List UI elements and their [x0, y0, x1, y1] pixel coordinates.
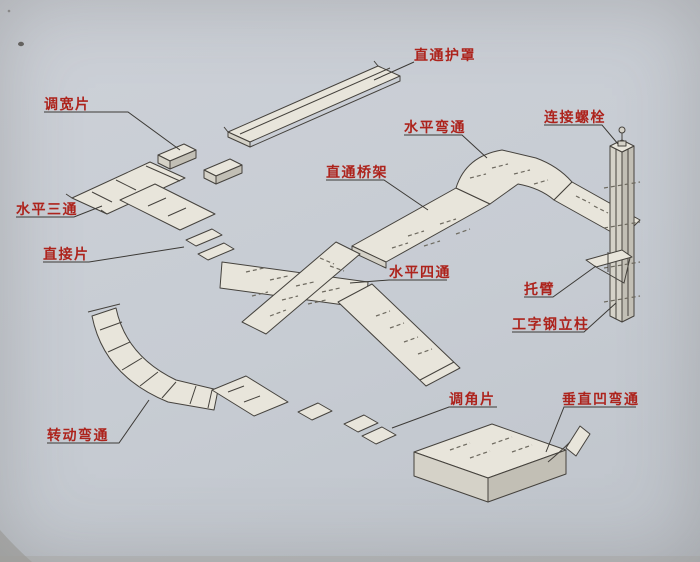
horizontal-cross-drawing	[219, 241, 369, 335]
label-horizontal-bend: 水平弯通	[404, 119, 466, 135]
label-vertical-concave-bend: 垂直凹弯通	[562, 391, 640, 407]
label-direct-piece: 直接片	[43, 246, 90, 262]
leader-lines	[16, 61, 636, 453]
vertical-concave-bend-drawing	[413, 423, 591, 503]
horizontal-bend-drawing	[455, 149, 573, 205]
straight-cover-drawing	[223, 60, 401, 148]
straight-tray-drawing	[351, 187, 491, 269]
rotating-bend-drawing	[87, 303, 219, 411]
direct-pieces-drawing	[185, 228, 235, 261]
bracket-arm-drawing	[585, 249, 633, 284]
label-i-beam-column: 工字钢立柱	[512, 316, 590, 332]
horizontal-tee-drawing	[65, 161, 216, 231]
label-straight-cover: 直通护罩	[414, 47, 476, 63]
label-horizontal-cross: 水平四通	[389, 264, 451, 280]
i-beam-column-drawing	[603, 139, 641, 323]
label-rotating-bend: 转动弯通	[47, 427, 109, 443]
label-horizontal-tee: 水平三通	[16, 201, 78, 217]
angle-adjust-pieces-drawing	[211, 375, 397, 445]
label-straight-tray: 直通桥架	[326, 164, 388, 180]
lower-right-tray-drawing	[337, 283, 461, 387]
label-connecting-bolt: 连接螺栓	[544, 109, 606, 125]
width-adjust-pieces-drawing	[157, 143, 243, 185]
connecting-bolt-drawing	[617, 126, 627, 147]
label-angle-adjust-piece: 调角片	[449, 391, 496, 407]
paper-marks	[0, 9, 700, 562]
label-width-adjust-piece: 调宽片	[44, 96, 91, 112]
label-bracket-arm: 托臂	[524, 281, 555, 297]
